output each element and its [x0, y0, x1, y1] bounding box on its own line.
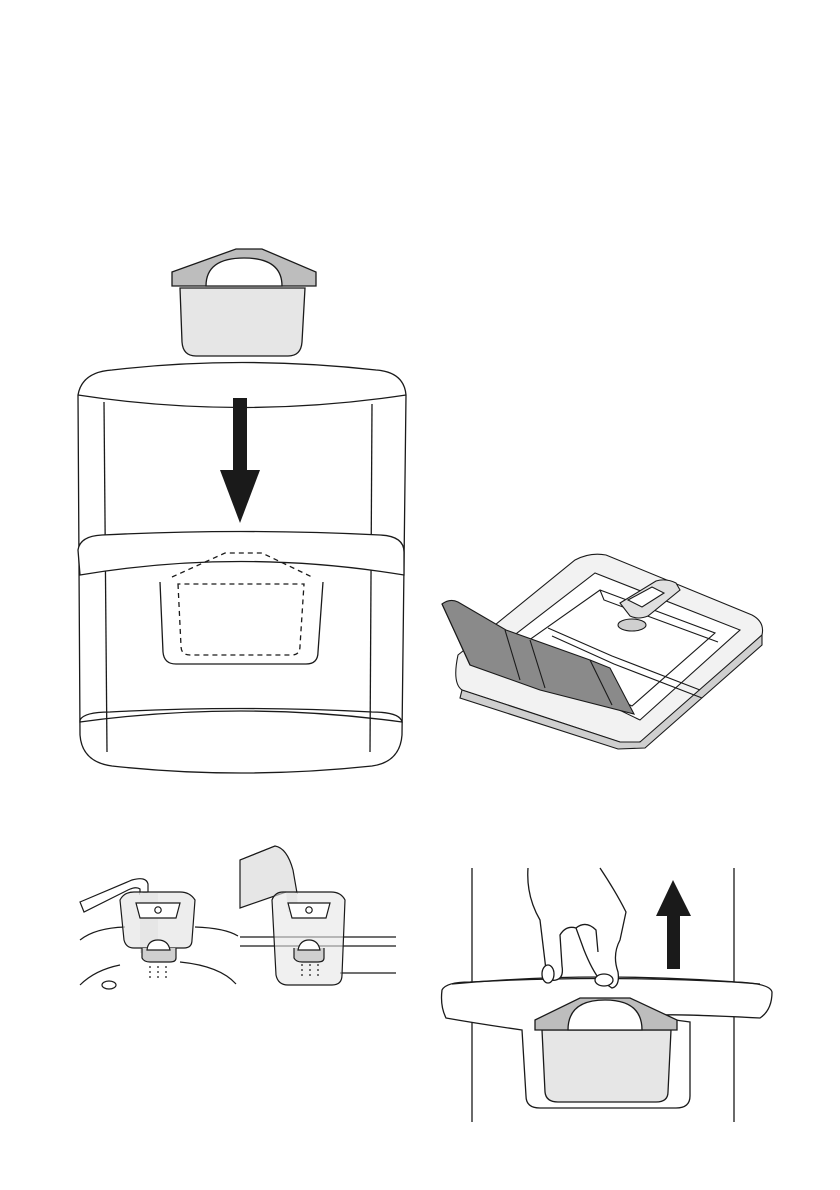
- arrow-up-icon: [656, 880, 691, 969]
- filter-cartridge-icon: [272, 892, 345, 985]
- figure-remove-filter: [442, 868, 773, 1122]
- hand-icon: [528, 868, 626, 988]
- arrow-down-icon: [220, 398, 260, 523]
- filter-cartridge-icon: [535, 998, 677, 1102]
- filter-cartridge-icon: [120, 892, 195, 962]
- dispenser-tray-icon: [442, 554, 763, 749]
- figure-dispenser-tray: [442, 554, 763, 749]
- figure-insert-filter: [78, 249, 406, 773]
- figure-rinse-under-tap: [80, 879, 238, 989]
- filter-cartridge-icon: [172, 249, 316, 356]
- figure-fill-with-jug: [240, 846, 396, 985]
